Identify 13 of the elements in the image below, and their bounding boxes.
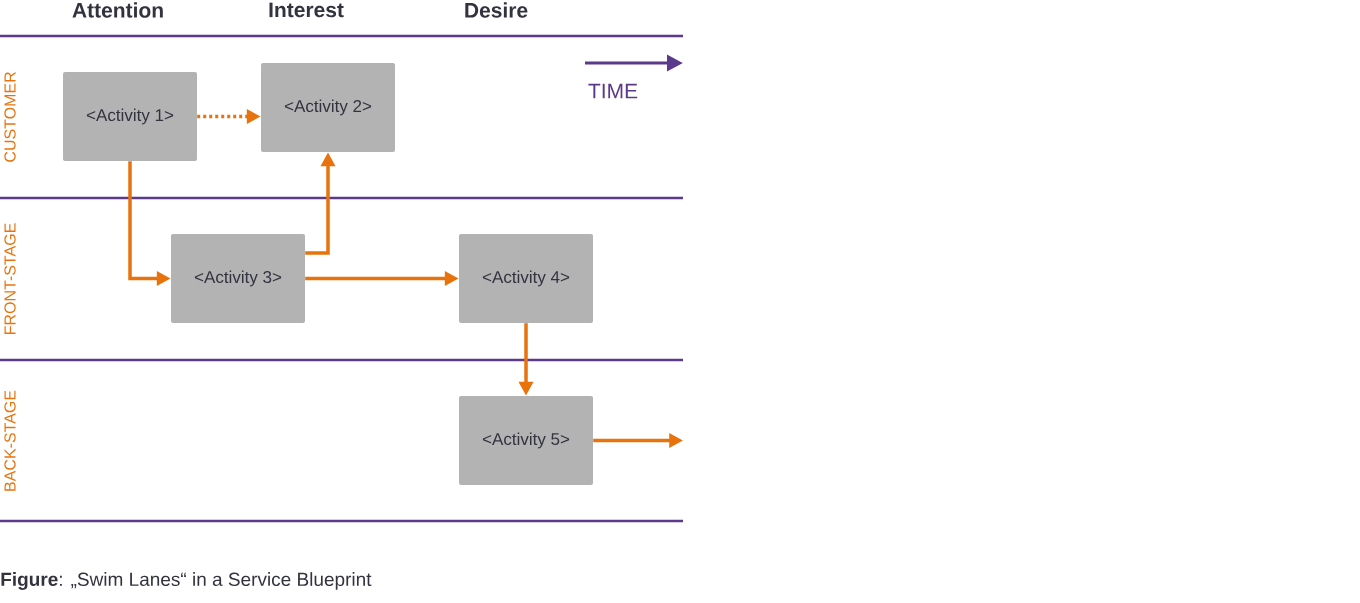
lane-label: BACK-STAGE — [4, 390, 16, 491]
lane-label: FRONT-STAGE — [4, 223, 16, 334]
column-header: Attention — [72, 2, 163, 18]
activity-box: <Activity 2> — [261, 63, 395, 152]
caption: Figure: „Swim Lanes“ in a Service Blueprint — [1, 572, 372, 590]
column-header: Desire — [465, 2, 528, 18]
column-header: Interest — [269, 2, 344, 18]
lane-label: CUSTOMER — [4, 72, 16, 162]
activity-box: <Activity 4> — [459, 234, 593, 323]
activity-box: <Activity 3> — [171, 234, 305, 323]
activity-box: <Activity 5> — [459, 396, 593, 485]
activity-box: <Activity 1> — [63, 72, 197, 161]
time-label: TIME — [588, 83, 638, 99]
